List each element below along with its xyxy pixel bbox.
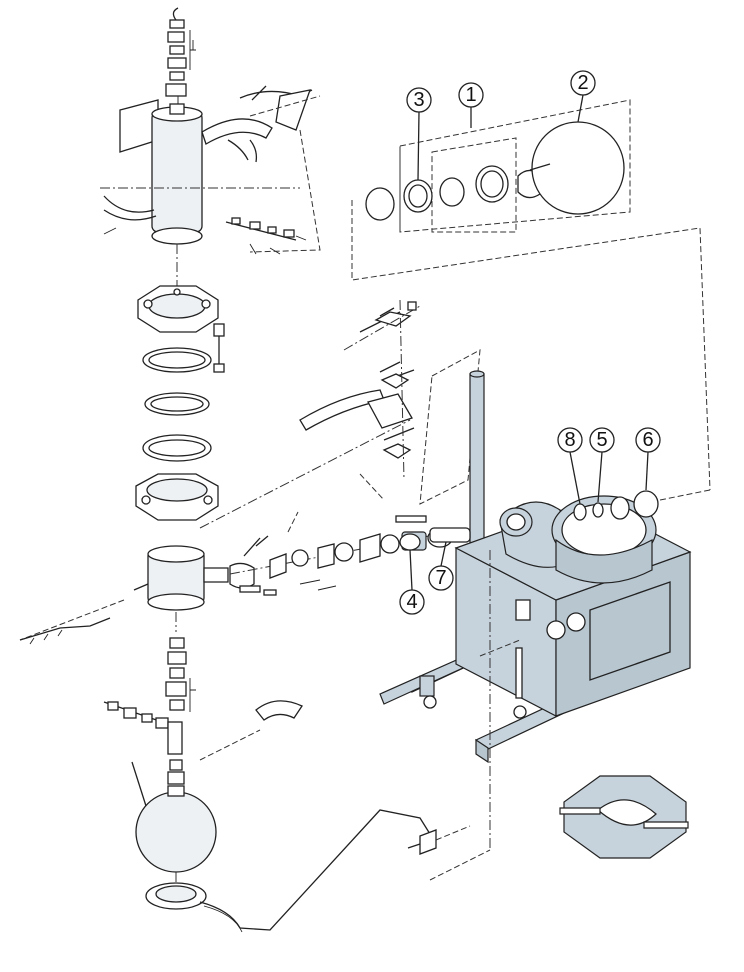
main-unit bbox=[379, 489, 711, 881]
seal-kit-parts bbox=[365, 121, 625, 221]
callout-7: 7 bbox=[428, 541, 454, 591]
condenser-column bbox=[100, 85, 321, 255]
svg-text:4: 4 bbox=[406, 591, 417, 613]
receiver-cylinder bbox=[19, 535, 303, 785]
callout-4: 4 bbox=[399, 549, 425, 615]
svg-text:3: 3 bbox=[413, 89, 424, 111]
svg-text:8: 8 bbox=[564, 429, 575, 451]
callout-8: 8 bbox=[557, 427, 583, 505]
dashed-kit-frame bbox=[351, 99, 711, 491]
svg-text:7: 7 bbox=[435, 567, 446, 589]
svg-text:1: 1 bbox=[465, 84, 476, 106]
receiving-flask bbox=[131, 761, 431, 933]
flange-ring-stack bbox=[135, 244, 411, 529]
drive-parts-chain bbox=[229, 511, 453, 591]
callout-2: 2 bbox=[570, 70, 596, 123]
callout-1: 1 bbox=[458, 82, 484, 128]
svg-text:5: 5 bbox=[596, 429, 607, 451]
svg-text:2: 2 bbox=[577, 72, 588, 94]
vapor-duct-assembly bbox=[299, 299, 481, 505]
octagonal-shield-plate bbox=[559, 775, 689, 859]
callout-3: 3 bbox=[406, 87, 432, 181]
support-rod bbox=[469, 370, 485, 547]
top-fittings-stack bbox=[165, 7, 196, 112]
callout-6: 6 bbox=[635, 427, 661, 491]
svg-text:6: 6 bbox=[642, 429, 653, 451]
callout-5: 5 bbox=[589, 427, 615, 503]
